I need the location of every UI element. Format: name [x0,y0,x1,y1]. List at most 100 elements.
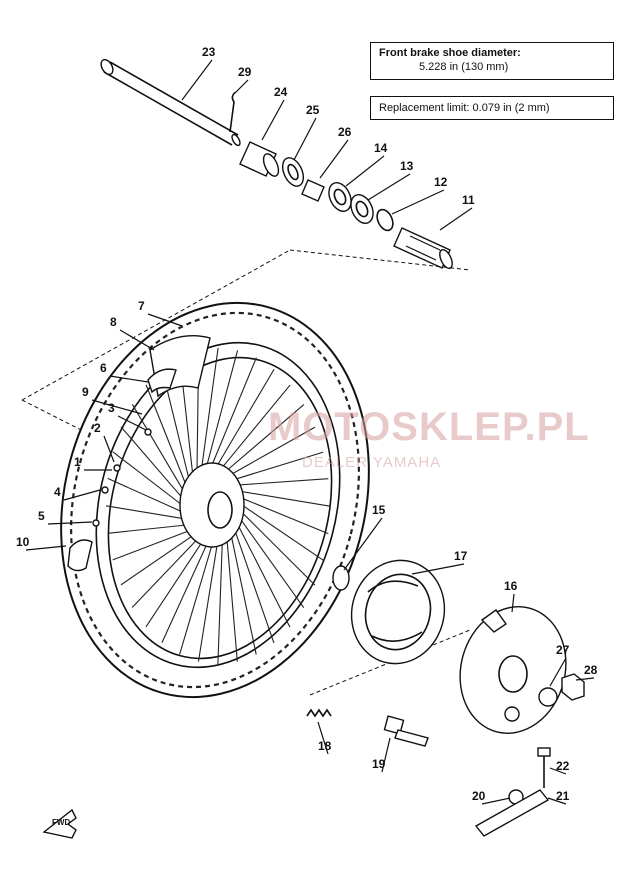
watermark-title: MOTOSKLEP.PL [268,405,590,449]
callout-leader-6 [109,375,149,383]
spoke [131,404,185,492]
fwd-label: FWD [52,818,70,827]
spoke [206,350,239,466]
callout-17: 17 [454,549,468,563]
callout-leader-24 [261,99,285,141]
spoke [161,544,208,643]
spoke [217,542,223,665]
callout-29: 29 [238,65,252,79]
axle-nut [561,673,585,701]
callout-2: 2 [94,421,101,435]
callout-13: 13 [400,159,414,173]
callout-leader-20 [481,797,511,805]
callout-leader-18 [317,721,329,755]
callout-leader-11 [439,207,473,231]
wheel-spokes [105,347,331,665]
spoke [107,524,187,534]
spoke [131,539,198,608]
callout-19: 19 [372,757,386,771]
spoke [239,518,305,608]
callout-1: 1 [74,455,81,469]
brake-shoe-diameter-value: 5.228 in (130 mm) [419,61,509,73]
callout-leader-16 [511,593,515,613]
front-axle [100,58,241,147]
spoke [241,504,324,561]
callout-8: 8 [110,315,117,329]
wheel-hub [179,462,245,548]
callout-leader-10 [25,545,67,551]
callout-12: 12 [434,175,448,189]
callout-22: 22 [556,759,570,773]
replacement-limit-text: Replacement limit: 0.079 in (2 mm) [379,102,550,114]
spoke [234,451,324,480]
guide-line-right [289,249,471,271]
spoke [226,404,305,471]
callout-23: 23 [202,45,216,59]
callout-4: 4 [54,485,61,499]
callout-24: 24 [274,85,288,99]
guide-line-upper [21,249,291,401]
callout-leader-5 [47,521,93,525]
forward-arrow-icon [42,808,77,839]
callout-18: 18 [318,739,332,753]
axle-washer [538,687,558,707]
callout-27: 27 [556,643,570,657]
lever-bolt [537,747,551,788]
spoke [112,530,190,561]
brake-cam-lever [474,789,550,837]
spoke [197,544,218,662]
tire-valve [67,539,93,572]
spoke [226,539,238,662]
callout-leader-15 [343,517,383,571]
callout-leader-22 [549,767,567,775]
callout-26: 26 [338,125,352,139]
callout-leader-21 [547,797,567,805]
circlip [376,208,394,232]
spoke [211,357,257,466]
spoke [234,530,275,644]
brake-panel [459,606,567,734]
spoke [241,497,329,535]
callout-6: 6 [100,361,107,375]
callout-9: 9 [82,385,89,399]
spoke [231,426,316,475]
callout-leader-28 [575,677,595,681]
spoke [216,368,275,466]
callout-10: 10 [16,535,30,549]
callout-3: 3 [108,401,115,415]
spoke [230,535,257,655]
spoke [112,451,183,506]
callout-14: 14 [374,141,388,155]
callout-leader-19 [381,737,391,773]
hub-spacer-tube [393,227,453,270]
callout-5: 5 [38,509,45,523]
callout-leader-25 [293,117,317,161]
spoke [237,478,329,486]
spoke [241,511,316,586]
spoke [120,535,194,586]
brake-shoe-diameter-label: Front brake shoe diameter: [379,47,521,59]
oil-seal [281,157,305,187]
callout-leader-14 [345,155,385,187]
callout-leader-26 [319,139,349,179]
replacement-limit-note: Replacement limit: 0.079 in (2 mm) [370,96,614,120]
callout-leader-3 [117,415,147,431]
callout-28: 28 [584,663,598,677]
inner-tube [147,335,211,398]
callout-11: 11 [462,193,475,207]
callout-16: 16 [504,579,518,593]
callout-leader-27 [549,657,567,687]
callout-leader-29 [235,79,249,93]
brake-camshaft [383,715,429,747]
spoke [201,347,219,468]
cotter-pin [229,91,237,133]
spoke [107,477,183,513]
callout-leader-23 [181,59,213,101]
spoke [105,505,184,520]
callout-21: 21 [556,789,570,803]
spoke [237,524,291,628]
spoke [179,544,213,655]
brake-shoes [350,559,446,665]
callout-leader-12 [391,189,445,215]
